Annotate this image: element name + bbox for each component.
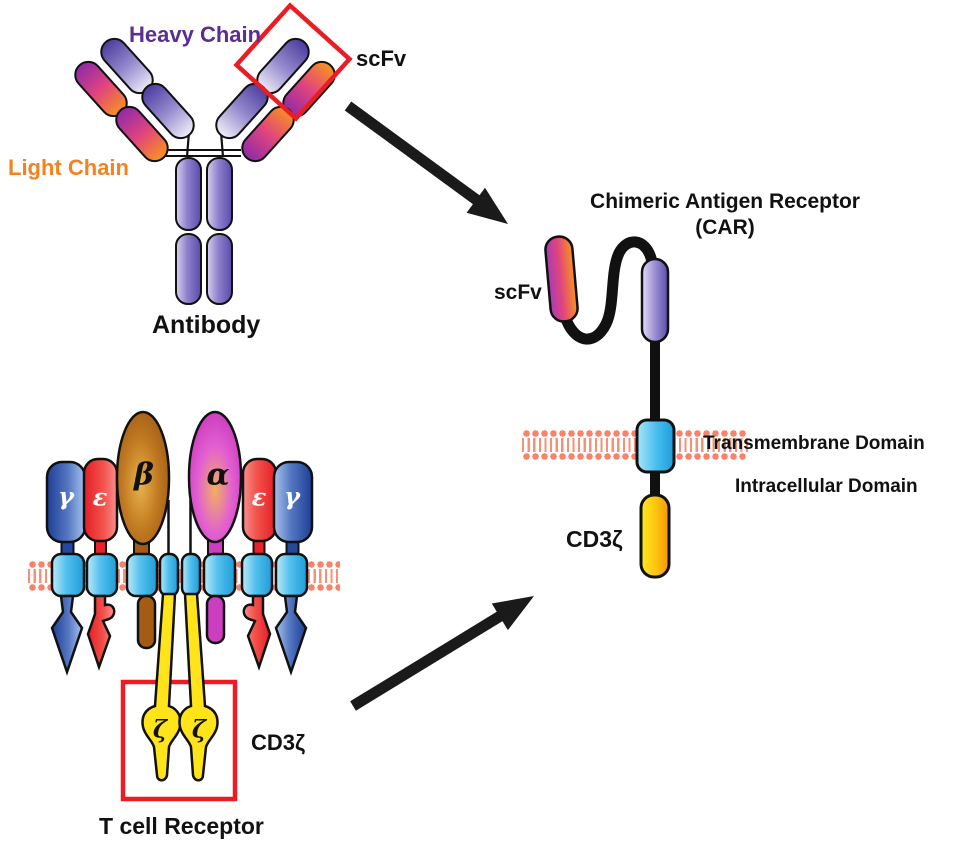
gamma-tail bbox=[274, 594, 308, 676]
tcr-gamma-letter: γ bbox=[284, 481, 300, 511]
tm-segment bbox=[50, 552, 86, 598]
car-title-line1: Chimeric Antigen Receptor bbox=[590, 190, 860, 213]
tm-segment bbox=[180, 552, 202, 598]
car-title-line2: (CAR) bbox=[695, 216, 755, 239]
epsilon-tail bbox=[86, 594, 116, 671]
car-diagram bbox=[544, 235, 676, 579]
tm-segment bbox=[125, 552, 159, 598]
alpha-tail bbox=[205, 594, 226, 645]
tm-segment bbox=[85, 552, 119, 598]
light-chain-pill bbox=[115, 105, 169, 163]
lipid-heads-bottom bbox=[522, 452, 748, 461]
car-membrane bbox=[522, 429, 748, 461]
tcr-cd3zeta-box bbox=[120, 679, 238, 802]
arrow-top bbox=[344, 101, 508, 224]
car-scfv-label: scFv bbox=[494, 281, 542, 304]
antibody-diagram bbox=[74, 2, 353, 305]
antibody-scfv-box bbox=[233, 2, 353, 122]
tcr-alpha-letter: α bbox=[206, 457, 230, 493]
car-linker-rod bbox=[650, 468, 660, 498]
tm-segment bbox=[158, 552, 180, 598]
beta-tail bbox=[136, 594, 157, 650]
heavy-chain-label: Heavy Chain bbox=[129, 22, 262, 47]
car-cd3zeta-label: CD3ζ bbox=[566, 526, 623, 552]
tm-segment bbox=[202, 552, 237, 598]
car-transmembrane-label: Transmembrane Domain bbox=[703, 433, 925, 454]
car-transmembrane-cylinder bbox=[635, 418, 676, 474]
car-cd3zeta-domain bbox=[639, 493, 671, 579]
tcr-beta-letter: β bbox=[134, 457, 154, 493]
gamma-tail bbox=[50, 594, 84, 676]
tcr-epsilon-domain bbox=[82, 457, 119, 543]
epsilon-tail bbox=[242, 594, 272, 671]
car-scfv-pill bbox=[544, 235, 579, 323]
arrow-bottom bbox=[350, 596, 534, 711]
tcr-diagram bbox=[45, 410, 314, 802]
tcr-gamma-domain bbox=[272, 460, 314, 544]
tcr-alpha-domain bbox=[187, 410, 243, 544]
fc-stalk-pill bbox=[175, 233, 202, 305]
light-chain-label: Light Chain bbox=[8, 155, 129, 180]
tcr-epsilon-letter: ε bbox=[251, 482, 267, 512]
tcr-gamma-letter: γ bbox=[58, 481, 74, 511]
lipid-tails bbox=[522, 438, 748, 452]
tcr-epsilon-letter: ε bbox=[92, 482, 108, 512]
zeta-chain-letter: ζ bbox=[191, 714, 207, 744]
antibody-scfv-label: scFv bbox=[356, 46, 407, 71]
fc-stalk-pill bbox=[175, 157, 202, 231]
car-scfv-pill bbox=[640, 257, 670, 344]
antibody-title: Antibody bbox=[152, 311, 261, 339]
tm-segment bbox=[240, 552, 274, 598]
tcr-beta-domain bbox=[115, 410, 171, 546]
zeta-chain-letter: ζ bbox=[152, 714, 168, 744]
lipid-heads-top bbox=[522, 429, 748, 438]
car-intracellular-label: Intracellular Domain bbox=[735, 476, 918, 497]
car-linker-rod bbox=[650, 340, 660, 424]
tcr-title: T cell Receptor bbox=[99, 813, 264, 839]
car-hinge-squiggle bbox=[559, 236, 658, 345]
tcr-cd3zeta-label: CD3ζ bbox=[251, 730, 306, 755]
fc-stalk-pill bbox=[206, 157, 233, 231]
tm-segment bbox=[274, 552, 309, 598]
fc-stalk-pill bbox=[206, 233, 233, 305]
zeta-chain bbox=[178, 592, 219, 782]
heavy-chain-pill bbox=[141, 82, 195, 140]
